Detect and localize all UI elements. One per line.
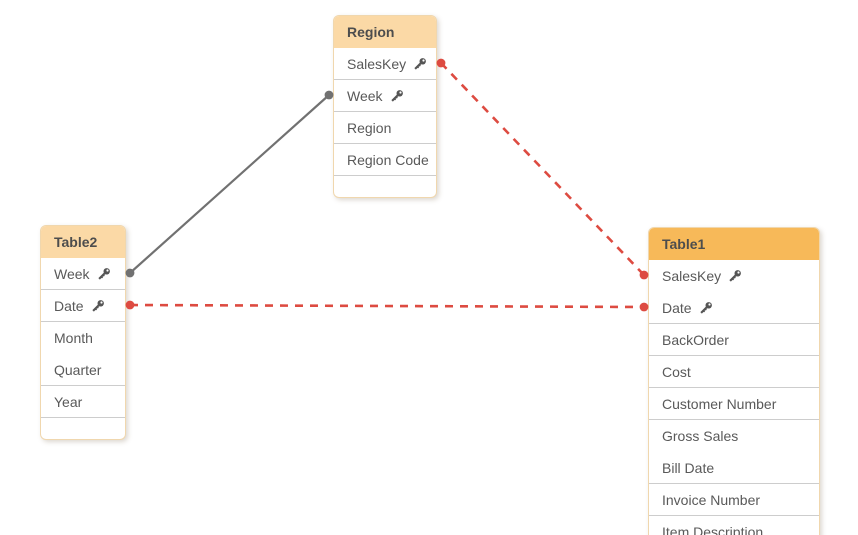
field-row-region[interactable]: Region <box>334 112 436 144</box>
field-row-gross-sales[interactable]: Gross Sales <box>649 420 819 452</box>
field-label: Gross Sales <box>662 428 739 444</box>
field-label: Year <box>54 393 83 410</box>
table-header-table2[interactable]: Table2 <box>41 226 125 258</box>
key-icon <box>91 299 104 312</box>
field-row-saleskey[interactable]: SalesKey <box>649 260 819 292</box>
association-endpoint-dot <box>436 58 446 68</box>
field-label: SalesKey <box>347 55 407 72</box>
association-line <box>129 94 330 274</box>
field-row-customer-number[interactable]: Customer Number <box>649 388 819 420</box>
field-row-quarter[interactable]: Quarter <box>41 354 125 386</box>
field-row-date[interactable]: Date <box>649 292 819 324</box>
association-line <box>129 303 645 309</box>
table-title: Table2 <box>54 234 98 250</box>
table-header-region[interactable]: Region <box>334 16 436 48</box>
association-line <box>440 62 645 276</box>
field-label: Month <box>54 330 93 346</box>
field-row-date[interactable]: Date <box>41 290 125 322</box>
field-label: Cost <box>662 363 691 380</box>
field-row-week[interactable]: Week <box>334 80 436 112</box>
association-table2-week-to-region <box>125 90 334 278</box>
field-row-bill-date[interactable]: Bill Date <box>649 452 819 484</box>
field-row-year[interactable]: Year <box>41 386 125 418</box>
key-icon <box>699 301 712 314</box>
field-label: SalesKey <box>662 268 722 284</box>
key-icon <box>729 270 742 282</box>
field-label: Week <box>347 87 383 104</box>
key-icon <box>97 267 110 280</box>
association-endpoint-dot <box>125 300 135 310</box>
field-label: Date <box>662 299 692 316</box>
field-row-week[interactable]: Week <box>41 258 125 290</box>
table-title: Table1 <box>662 236 706 252</box>
field-label: Invoice Number <box>662 491 761 508</box>
field-row-item-description[interactable]: Item Description <box>649 516 819 535</box>
field-label: Quarter <box>54 361 102 378</box>
table-header-table1[interactable]: Table1 <box>649 228 819 260</box>
table-title: Region <box>347 24 395 40</box>
field-label: Week <box>54 265 90 282</box>
association-table2-date-to-table1 <box>125 300 649 312</box>
field-row-backorder[interactable]: BackOrder <box>649 324 819 356</box>
key-icon <box>390 89 403 102</box>
table-footer <box>41 418 125 439</box>
association-region-saleskey-to-table1 <box>436 58 649 280</box>
field-label: Customer Number <box>662 395 777 412</box>
field-label: Region Code <box>347 151 429 168</box>
key-icon <box>414 57 427 70</box>
field-row-cost[interactable]: Cost <box>649 356 819 388</box>
field-row-region-code[interactable]: Region Code <box>334 144 436 176</box>
field-label: Item Description <box>662 524 764 535</box>
field-row-month[interactable]: Month <box>41 322 125 354</box>
field-row-saleskey[interactable]: SalesKey <box>334 48 436 80</box>
field-label: Bill Date <box>662 459 715 476</box>
association-endpoint-dot <box>125 268 135 278</box>
field-label: Date <box>54 297 84 314</box>
table-footer <box>334 176 436 197</box>
field-row-invoice-number[interactable]: Invoice Number <box>649 484 819 516</box>
field-label: BackOrder <box>662 331 729 348</box>
field-label: Region <box>347 119 392 136</box>
